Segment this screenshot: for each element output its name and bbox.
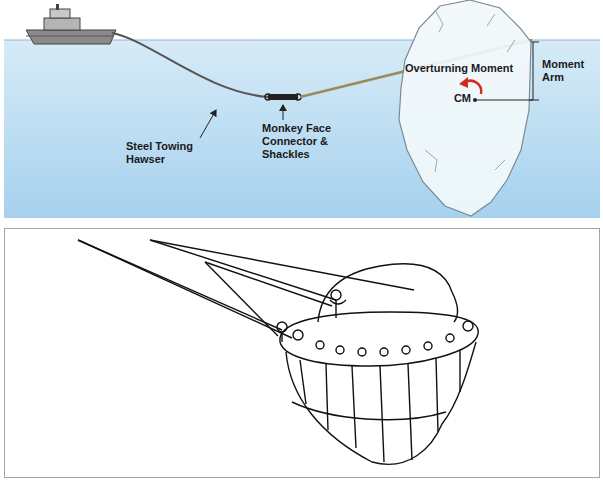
connector-label: Monkey Face Connector & Shackles bbox=[262, 122, 358, 161]
moment-arm-label: Moment Arm bbox=[542, 58, 596, 84]
net-tow-sketch bbox=[78, 240, 478, 464]
monkey-face-connector bbox=[265, 94, 301, 100]
iceberg: Overturning MomentCM bbox=[395, 0, 535, 218]
tug-ship bbox=[26, 4, 116, 44]
iceberg-outline bbox=[395, 0, 535, 218]
leader-line bbox=[200, 110, 216, 138]
moment-label: Overturning Moment bbox=[405, 62, 513, 75]
leader-line bbox=[283, 105, 284, 120]
center-mass-label: CM bbox=[454, 92, 471, 105]
dimension-line bbox=[533, 42, 534, 100]
steel-hawser bbox=[112, 33, 268, 97]
sketch-panel bbox=[5, 229, 600, 478]
hawser-label: Steel Towing Hawser bbox=[126, 140, 216, 166]
